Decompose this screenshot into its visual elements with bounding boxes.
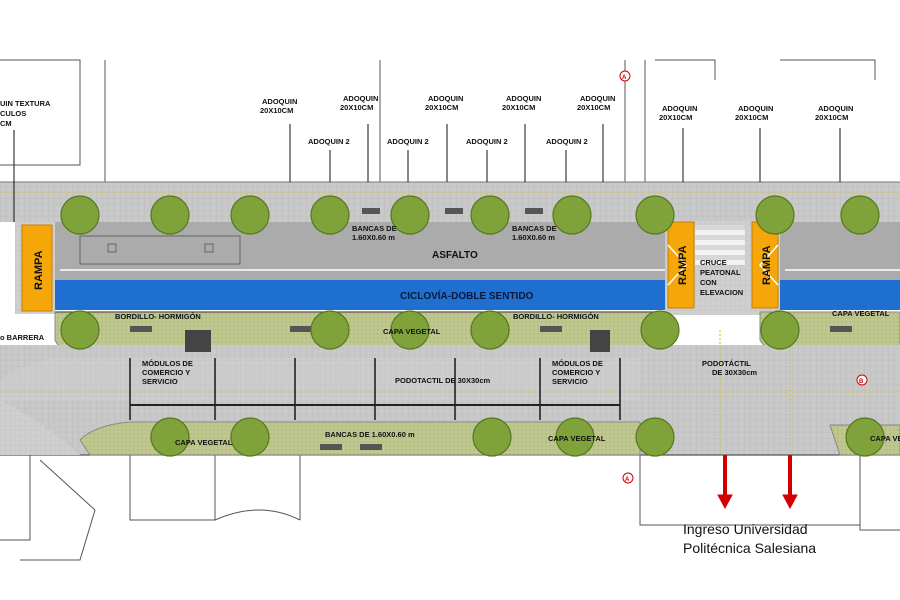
tree <box>845 417 885 457</box>
tree <box>60 195 100 235</box>
label-bancas: BANCAS DE <box>352 224 397 233</box>
svg-text:B: B <box>859 379 864 385</box>
label-adoquin-size: 20X10CM <box>260 106 293 115</box>
label-adoquin-2: ADOQUIN 2 <box>387 137 429 146</box>
label-adoquin-size: 20X10CM <box>502 103 535 112</box>
tree <box>840 195 880 235</box>
label-adoquin-size: 20X10CM <box>577 103 610 112</box>
label-bancas-size: 1.60X0.60 m <box>352 233 395 242</box>
tree <box>390 310 430 350</box>
tree <box>470 310 510 350</box>
tree <box>555 417 595 457</box>
label-adoquin: ADOQUIN <box>262 97 297 106</box>
label-comercio: COMERCIO Y <box>552 368 600 377</box>
label-con: CON <box>700 278 717 287</box>
tree <box>552 195 592 235</box>
label-rampa-west: RAMPA <box>33 250 45 290</box>
label-ingreso-universidad: Ingreso Universidad <box>683 521 808 537</box>
label-modulos: MÓDULOS DE <box>142 359 193 368</box>
label-rampa-crossing-east: RAMPA <box>761 245 773 285</box>
label-capa-vegetal: CAPA VEGETAL <box>175 438 233 447</box>
tree <box>230 417 270 457</box>
label-elevacion: ELEVACION <box>700 288 743 297</box>
label-adoquin-2: ADOQUIN 2 <box>308 137 350 146</box>
building-outlines <box>0 59 900 561</box>
bike-lane-east <box>780 280 900 310</box>
label-adoquin: ADOQUIN <box>428 94 463 103</box>
tree <box>640 310 680 350</box>
label-bordillo: BORDILLO- HORMIGÓN <box>115 312 201 321</box>
tree <box>310 195 350 235</box>
tree <box>472 417 512 457</box>
label-adoquin-2: ADOQUIN 2 <box>466 137 508 146</box>
tree <box>470 195 510 235</box>
section-markers: A A B <box>619 70 868 484</box>
leader-lines <box>13 124 841 222</box>
label-barrera: o BARRERA <box>0 333 45 342</box>
label-servicio: SERVICIO <box>552 377 588 386</box>
tree <box>755 195 795 235</box>
asphalt-road <box>55 222 900 280</box>
label-cruce: CRUCE <box>700 258 727 267</box>
label-left-partial-2: CULOS <box>0 109 26 118</box>
benches <box>130 208 852 450</box>
tree <box>60 310 100 350</box>
label-modulos: MÓDULOS DE <box>552 359 603 368</box>
top-sidewalk <box>0 181 900 222</box>
label-ingreso-salesiana: Politécnica Salesiana <box>683 540 816 556</box>
label-adoquin-size: 20X10CM <box>659 113 692 122</box>
label-capa-vegetal-partial: CAPA VE <box>870 434 900 443</box>
tree <box>150 417 190 457</box>
label-comercio: COMERCIO Y <box>142 368 190 377</box>
label-adoquin: ADOQUIN <box>818 104 853 113</box>
label-capa-vegetal: CAPA VEGETAL <box>832 309 890 318</box>
ramp-west <box>21 224 53 312</box>
label-adoquin-size: 20X10CM <box>340 103 373 112</box>
label-adoquin-size: 20X10CM <box>425 103 458 112</box>
tree <box>230 195 270 235</box>
label-adoquin-size: 20X10CM <box>735 113 768 122</box>
label-left-partial-3: CM <box>0 119 12 128</box>
label-bancas-south: BANCAS DE 1.60X0.60 m <box>325 430 415 439</box>
tree <box>760 310 800 350</box>
label-left-partial-1: UIN TEXTURA <box>0 99 51 108</box>
label-adoquin-2: ADOQUIN 2 <box>546 137 588 146</box>
label-podotactil-b: DE 30X30cm <box>712 368 757 377</box>
label-adoquin: ADOQUIN <box>343 94 378 103</box>
label-bordillo: BORDILLO- HORMIGÓN <box>513 312 599 321</box>
label-ciclovia: CICLOVÍA-DOBLE SENTIDO <box>400 289 534 302</box>
trees <box>60 195 885 457</box>
label-adoquin: ADOQUIN <box>506 94 541 103</box>
bike-lane <box>55 280 665 310</box>
label-adoquin-size: 20X10CM <box>815 113 848 122</box>
label-adoquin: ADOQUIN <box>738 104 773 113</box>
label-bancas: BANCAS DE <box>512 224 557 233</box>
label-adoquin: ADOQUIN <box>580 94 615 103</box>
label-rampa-crossing-west: RAMPA <box>677 245 689 285</box>
tree <box>635 195 675 235</box>
label-asfalto: ASFALTO <box>432 250 478 261</box>
labels: UIN TEXTURA CULOS CM ADOQUIN 20X10CM ADO… <box>0 94 900 556</box>
svg-text:A: A <box>625 477 630 483</box>
label-capa-vegetal: CAPA VEGETAL <box>548 434 606 443</box>
tree <box>310 310 350 350</box>
entrance-arrows <box>717 455 798 510</box>
label-adoquin: ADOQUIN <box>662 104 697 113</box>
tree <box>150 195 190 235</box>
label-podotactil-a: PODOTÁCTIL <box>702 359 751 368</box>
label-bancas-size: 1.60X0.60 m <box>512 233 555 242</box>
label-podotactil: PODOTACTIL DE 30X30cm <box>395 376 490 385</box>
svg-text:A: A <box>622 75 627 81</box>
pedestrian-crossing <box>665 220 780 315</box>
tree <box>390 195 430 235</box>
tree <box>635 417 675 457</box>
label-servicio: SERVICIO <box>142 377 178 386</box>
label-capa-vegetal: CAPA VEGETAL <box>383 327 441 336</box>
label-peatonal: PEATONAL <box>700 268 741 277</box>
